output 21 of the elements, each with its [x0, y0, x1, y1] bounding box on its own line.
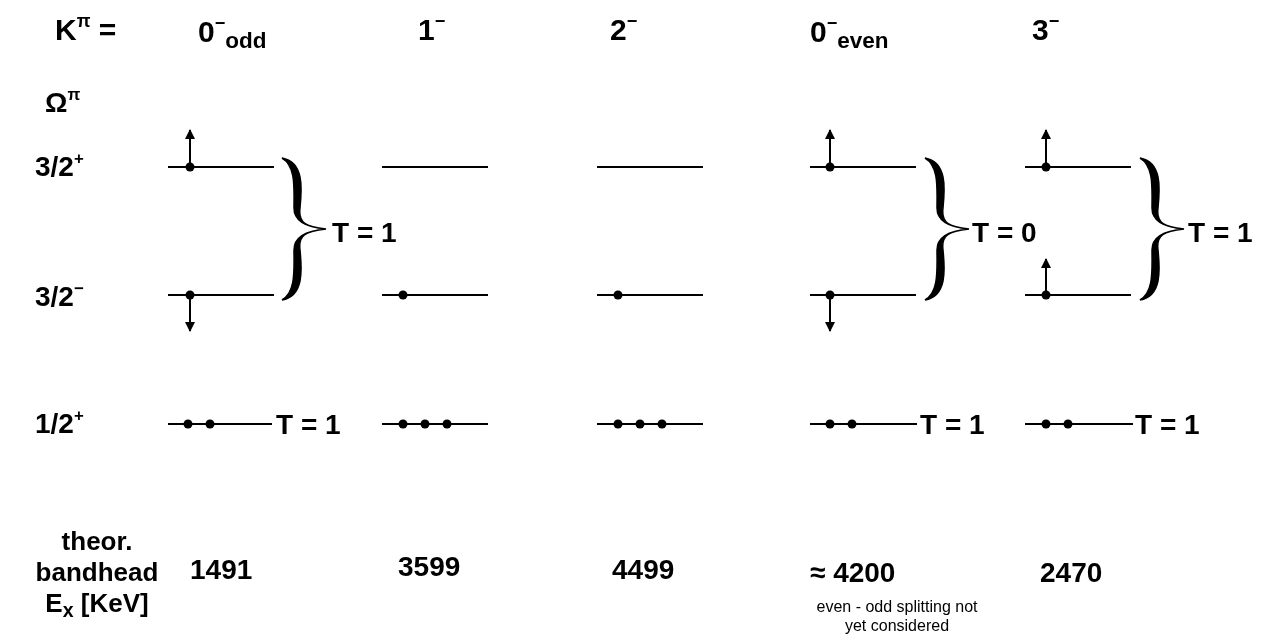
footnote: even - odd splitting not yet considered [815, 597, 979, 636]
isospin-label: T = 1 [276, 411, 341, 439]
level-label: 1/2$^{+}$ [35, 410, 84, 438]
band-label: 2$^{−}$ [610, 15, 638, 45]
isospin-label: T = 0 [972, 219, 1037, 247]
energy-value: ≈ 4200 [810, 559, 896, 587]
band-label: 1$^{−}$ [418, 15, 446, 45]
energy-value: 3599 [398, 553, 461, 581]
band-label: 3$^{−}$ [1032, 15, 1060, 45]
level-label: 3/2$^{−}$ [35, 283, 84, 311]
isospin-label: T = 1 [1188, 219, 1253, 247]
isospin-label: T = 1 [332, 219, 397, 247]
energy-value: 4499 [612, 556, 675, 584]
isospin-label: T = 1 [1135, 411, 1200, 439]
axis-title: theor. bandhead E$_{x}$ [KeV] [34, 526, 160, 620]
omega-pi-label: Ω$^{π}$ [45, 89, 81, 117]
energy-value: 2470 [1040, 559, 1103, 587]
k-pi-label: K$^{π}$ = [55, 15, 117, 45]
energy-value: 1491 [190, 556, 253, 584]
level-label: 3/2$^{+}$ [35, 153, 84, 181]
isospin-label: T = 1 [920, 411, 985, 439]
